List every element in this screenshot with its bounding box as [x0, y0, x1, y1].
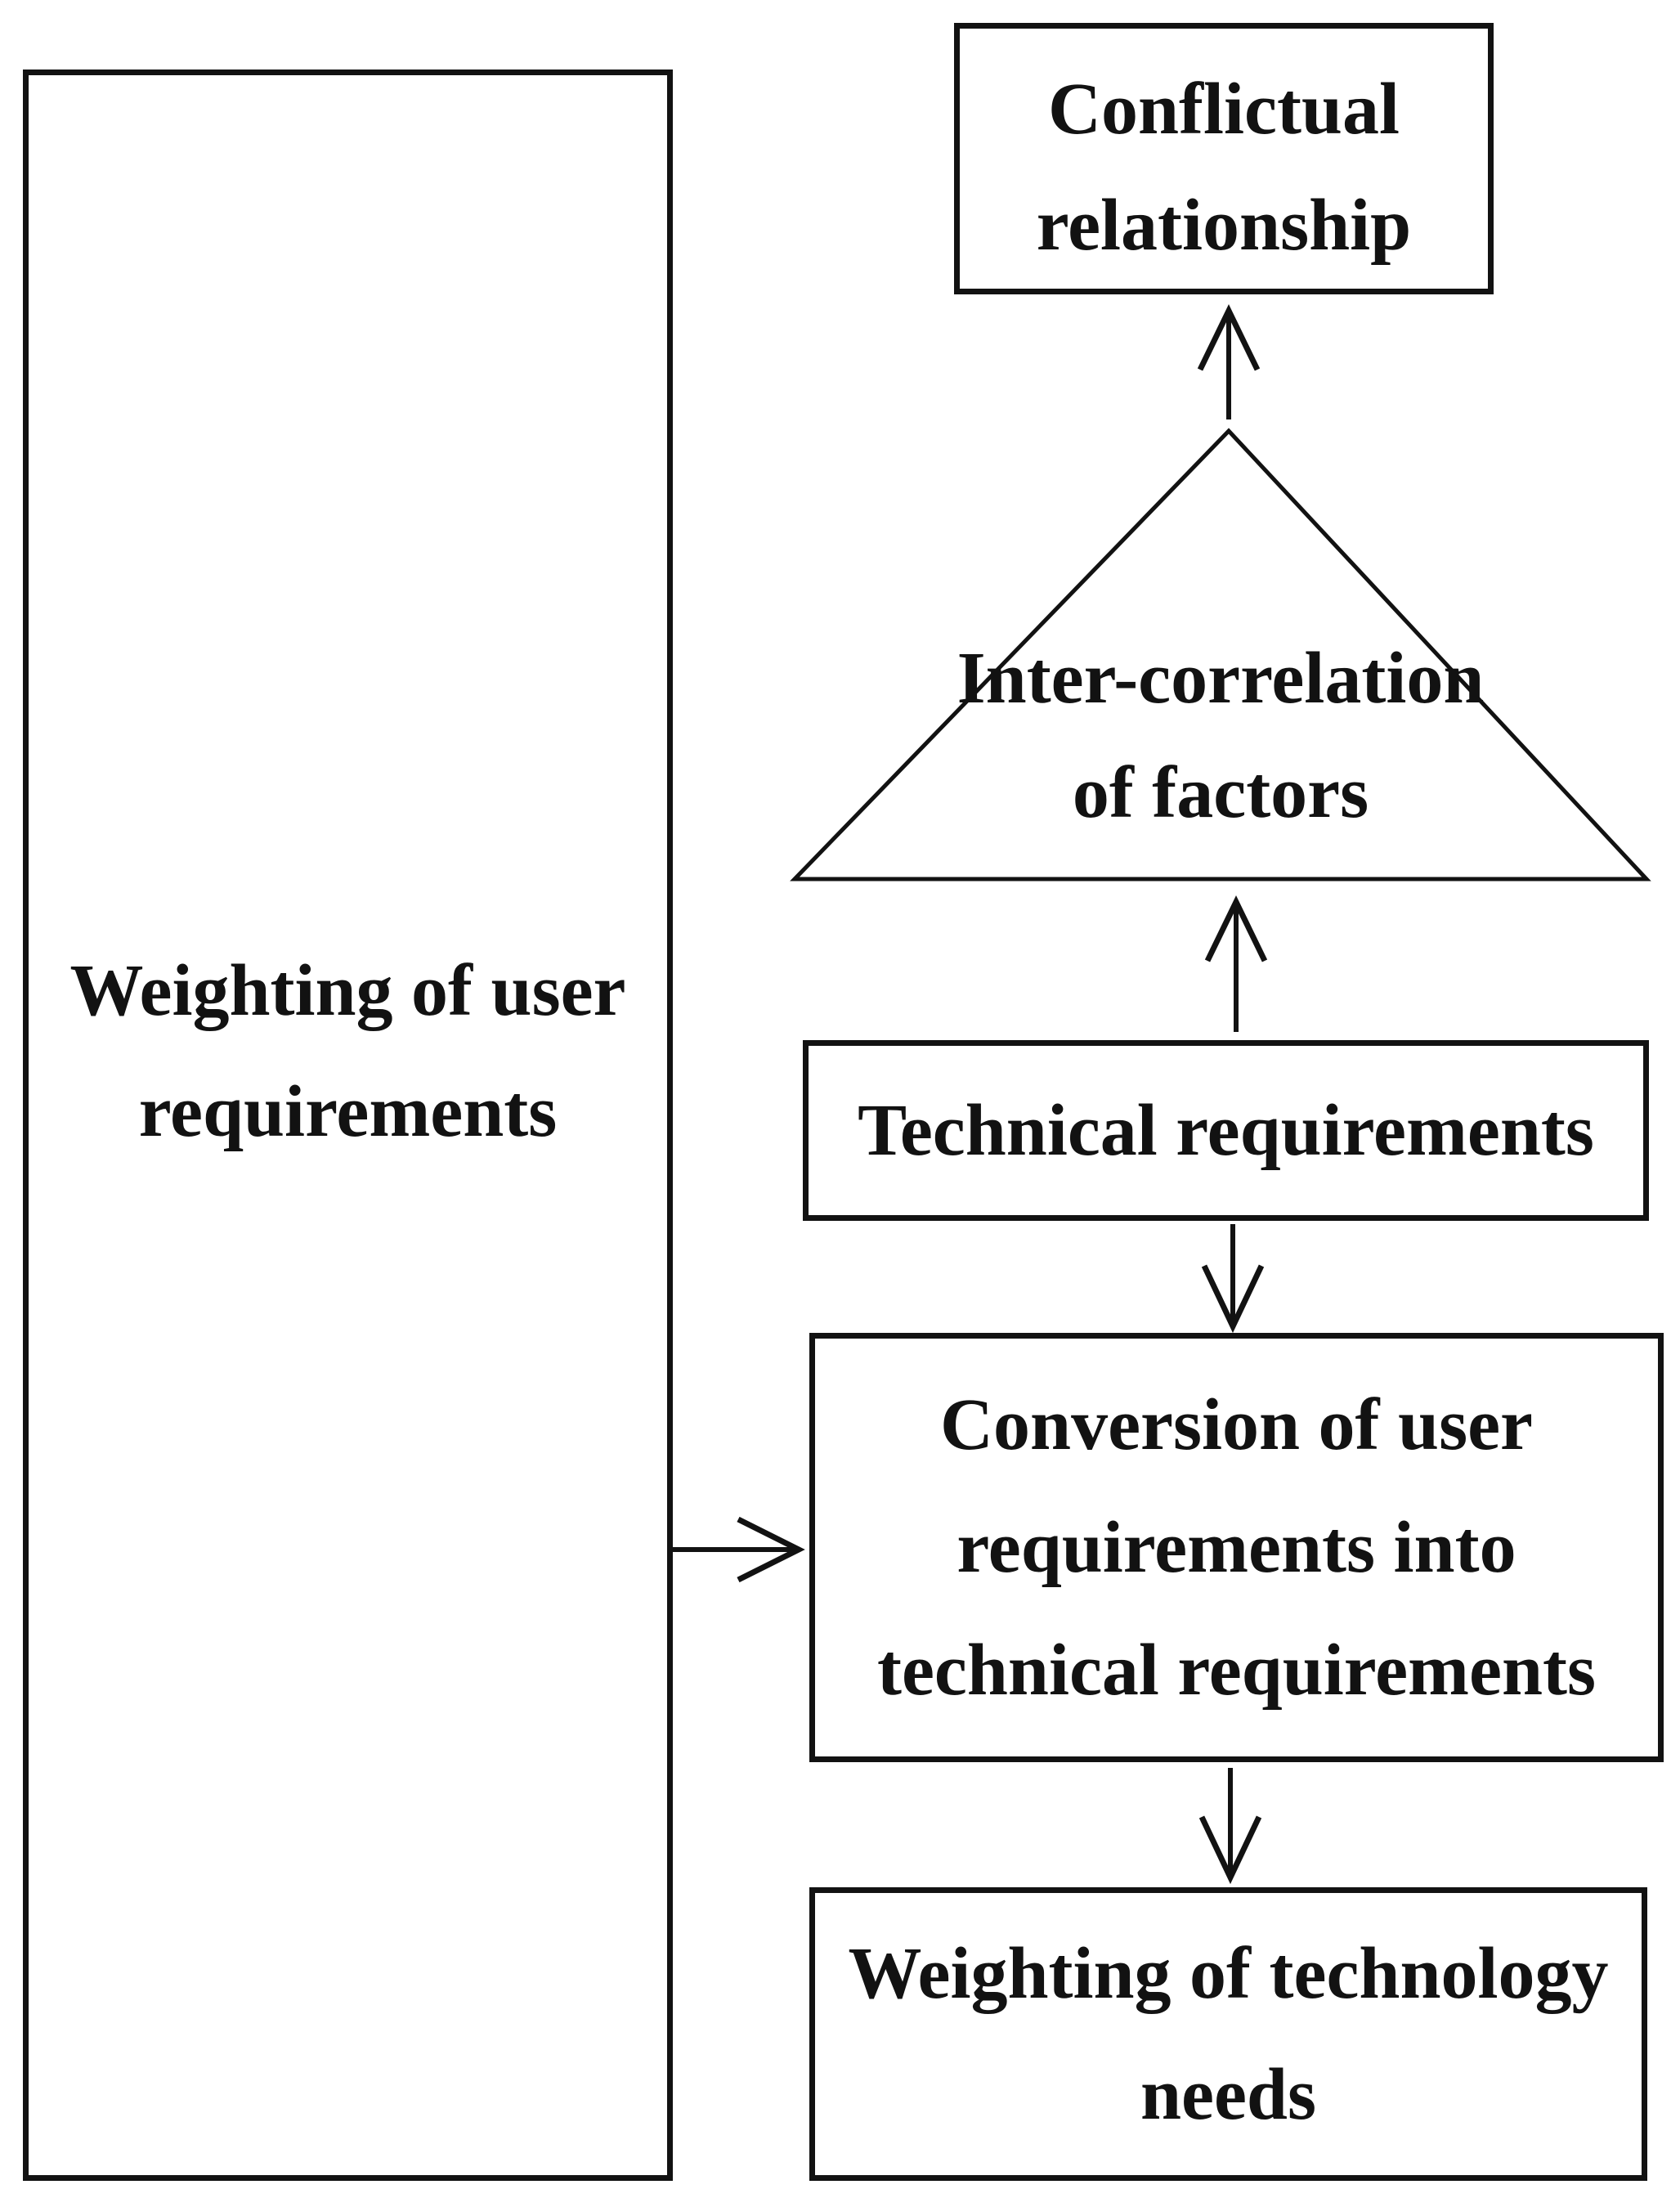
weighting-user-requirements-panel: Weighting of user requirements — [23, 70, 673, 2181]
arrow-technical-to-conversion — [1201, 1224, 1265, 1334]
label-line: of factors — [1072, 752, 1369, 833]
arrow-technical-to-triangle — [1204, 895, 1268, 1032]
arrow-conversion-to-technology — [1198, 1768, 1262, 1885]
label-line: needs — [1140, 2053, 1317, 2135]
inter-correlation-triangle-shape — [790, 428, 1651, 881]
conflictual-relationship-box: Conflictual relationship — [954, 23, 1494, 294]
label-line: requirements into — [956, 1506, 1516, 1588]
label-line: Weighting of technology — [848, 1932, 1609, 2014]
label-line: Conversion of user — [940, 1384, 1533, 1465]
label-line: Technical requirements — [858, 1089, 1594, 1171]
label-line: requirements — [138, 1071, 558, 1152]
arrow-triangle-to-conflictual — [1197, 303, 1261, 419]
conversion-box: Conversion of user requirements into tec… — [809, 1333, 1664, 1762]
inter-correlation-label: Inter-correlation of factors — [853, 621, 1588, 850]
weighting-user-requirements-label: Weighting of user requirements — [29, 931, 667, 1173]
arrow-left-panel-to-conversion — [673, 1516, 805, 1583]
label-line: Conflictual — [1047, 69, 1400, 150]
technical-requirements-box: Technical requirements — [803, 1040, 1649, 1221]
label-line: relationship — [1036, 185, 1412, 266]
weighting-technology-needs-box: Weighting of technology needs — [809, 1887, 1647, 2181]
label-line: Weighting of user — [69, 950, 626, 1031]
label-line: technical requirements — [876, 1629, 1597, 1711]
label-line: Inter-correlation — [956, 638, 1485, 719]
